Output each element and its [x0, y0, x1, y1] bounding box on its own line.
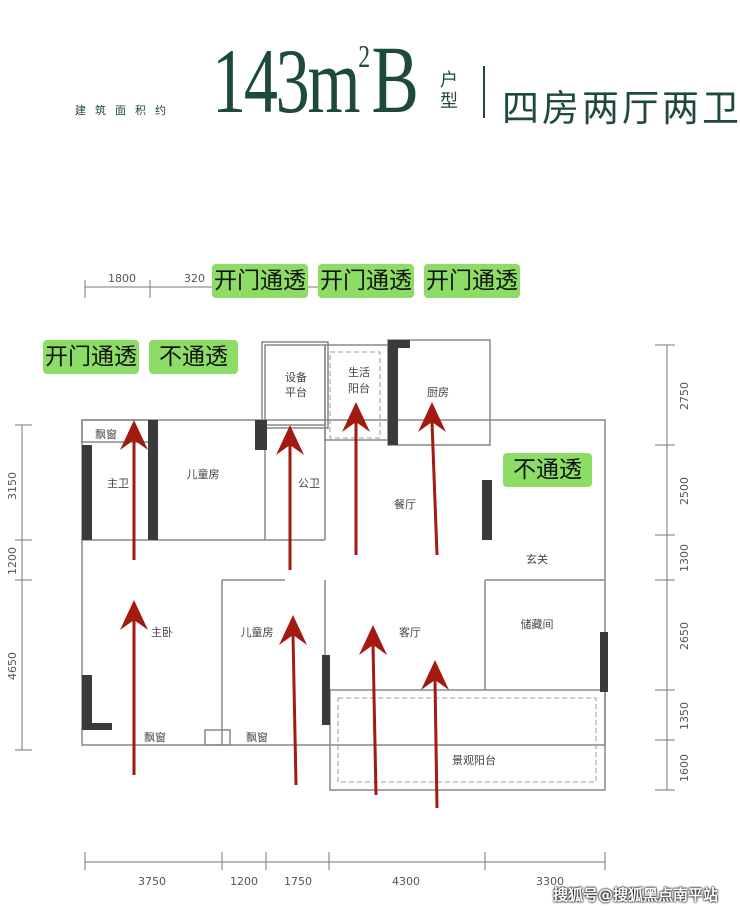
area-title: 143m2B: [212, 32, 419, 128]
room-public-bath: 公卫: [298, 477, 320, 490]
room-kids-2: 儿童房: [241, 625, 274, 639]
dimension-lines: [15, 280, 675, 870]
room-view-balcony: 景观阳台: [452, 753, 496, 767]
arrow-up-icon: [279, 615, 307, 645]
arrow-up-icon: [342, 402, 370, 432]
room-living: 客厅: [399, 625, 421, 639]
dim-left: 4650: [6, 652, 19, 680]
room-utility-balcony: 生活: [348, 365, 370, 379]
unit-type: B: [371, 26, 419, 133]
dashed-areas: [329, 351, 597, 783]
tag-not-ventilated: 不通透: [149, 340, 238, 374]
bay-window: 飘窗: [95, 427, 117, 441]
layout-title: 四房两厅两卫: [502, 87, 740, 130]
arrow-shaft: [430, 421, 439, 556]
unit-suffix: 户型: [440, 70, 458, 112]
divider: [483, 66, 485, 118]
dim-right: 2650: [678, 622, 691, 650]
room-kitchen: 厨房: [427, 386, 449, 399]
airflow-arrows: [120, 402, 449, 809]
dim-bottom: 3750: [138, 875, 166, 888]
tag-ventilated: 开门通透: [43, 340, 139, 374]
dimension-labels: 1800 320 3150 1200 4650 2750 2500 1300 2…: [6, 272, 691, 888]
arrow-up-icon: [120, 600, 148, 630]
arrow-shaft: [371, 644, 378, 796]
dim-right: 2750: [678, 382, 691, 410]
room-equipment: 平台: [285, 385, 307, 399]
arrow-up-icon: [276, 425, 304, 455]
arrow-up-icon: [418, 402, 446, 432]
dim-left: 1200: [6, 547, 19, 575]
room-storage: 储藏间: [521, 617, 554, 631]
arrow-shaft: [291, 634, 298, 786]
dim-right: 1600: [678, 754, 691, 782]
dim-right: 1350: [678, 702, 691, 730]
dim-bottom: 4300: [392, 875, 420, 888]
room-labels: 主卫 儿童房 公卫 设备 平台 生活 阳台 厨房 餐厅 玄关 储藏间 主卧 儿童…: [95, 365, 554, 767]
bay-window: 飘窗: [246, 730, 268, 744]
room-dining: 餐厅: [394, 497, 416, 511]
tag-ventilated: 开门通透: [212, 264, 308, 298]
arrow-up-icon: [359, 625, 387, 655]
area-value: 143: [212, 30, 310, 132]
area-unit: m: [307, 30, 360, 132]
room-master-bath: 主卫: [107, 477, 129, 490]
room-master-bedroom: 主卧: [151, 626, 173, 639]
thick-walls: [82, 340, 608, 730]
area-sup: 2: [358, 38, 371, 74]
dim-top-320: 320: [184, 272, 205, 285]
dim-bottom: 3300: [536, 875, 564, 888]
room-equipment: 设备: [285, 370, 307, 384]
tag-not-ventilated: 不通透: [503, 453, 592, 487]
arrow-shaft: [433, 679, 439, 809]
watermark: 搜狐号@搜狐黑点南平站: [552, 886, 718, 904]
arrow-up-icon: [421, 660, 449, 690]
tag-ventilated: 开门通透: [424, 264, 520, 298]
dim-bottom: 1200: [230, 875, 258, 888]
tag-ventilated: 开门通透: [318, 264, 414, 298]
dim-right: 1300: [678, 544, 691, 572]
room-foyer: 玄关: [526, 552, 548, 566]
bay-window: 飘窗: [144, 730, 166, 744]
dim-top-1800: 1800: [108, 272, 136, 285]
dim-right: 2500: [678, 477, 691, 505]
room-utility-balcony: 阳台: [348, 381, 370, 395]
arrow-up-icon: [120, 420, 148, 450]
room-kids-1: 儿童房: [187, 467, 220, 481]
area-label: 建筑面积约: [75, 104, 175, 117]
dim-bottom: 1750: [284, 875, 312, 888]
dim-left: 3150: [6, 472, 19, 500]
